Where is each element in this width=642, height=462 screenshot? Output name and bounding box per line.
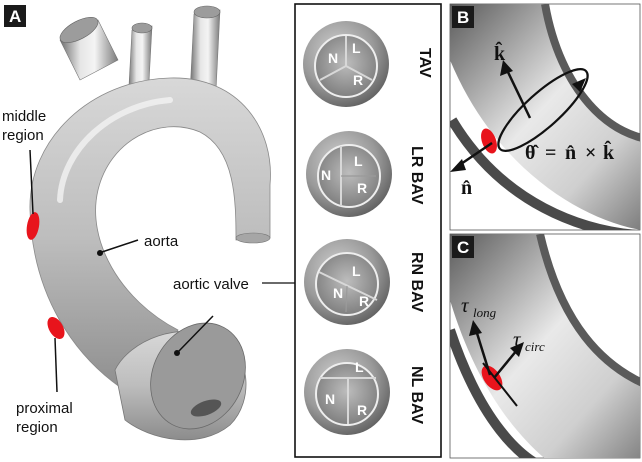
panel-c-marker: [481, 365, 503, 391]
proximal-region-label-2: region: [16, 419, 58, 436]
aorta-body: [29, 77, 271, 401]
theta-arrowhead: [572, 78, 586, 92]
rn-bav-cusp-n: N: [333, 285, 343, 301]
proximal-region-marker: [47, 317, 65, 339]
aorta-leader: [101, 239, 139, 253]
middle-region-marker: [26, 212, 40, 240]
rn-bav-label: RN BAV: [408, 252, 425, 312]
valve-nl-bav: N L R NL BAV: [304, 349, 425, 435]
panel-a-letter: A: [9, 7, 21, 26]
svg-text:circ: circ: [525, 339, 545, 354]
cross-sign: ×: [585, 142, 596, 164]
proximal-region-label-1: proximal: [16, 400, 73, 417]
nl-bav-label: NL BAV: [408, 366, 425, 424]
valve-tav: N L R TAV: [303, 21, 433, 107]
tau-long-label: τ long: [461, 293, 497, 320]
nl-bav-cusp-n: N: [325, 391, 335, 407]
panel-a-letter-bg: [4, 5, 26, 27]
k-hat-label: k̂: [494, 40, 506, 65]
nl-bav-cusp-r: R: [357, 402, 367, 418]
tav-cusp-l: L: [352, 40, 361, 56]
panel-b-letter: B: [457, 8, 469, 27]
lr-bav-cusp-r: R: [357, 180, 367, 196]
panel-c: C τ long τ circ: [449, 233, 641, 459]
eq-sign: =: [545, 142, 556, 164]
panel-c-letter-bg: [452, 236, 474, 258]
svg-text:τ: τ: [513, 327, 522, 351]
aortic-valve-label: aortic valve: [173, 276, 249, 293]
panel-b-letter-bg: [452, 6, 474, 28]
lr-bav-cusp-n: N: [321, 167, 331, 183]
svg-text:τ: τ: [461, 293, 470, 317]
tau-long-vector: [474, 329, 492, 376]
cross-section-ring: [497, 68, 589, 152]
panel-b: B k̂ n̂ θ̂ = n̂ × k̂: [449, 3, 641, 231]
rn-bav-cusp-r: R: [359, 293, 369, 309]
tav-cusp-n: N: [328, 50, 338, 66]
valve-rn-bav: N L R RN BAV: [304, 239, 425, 325]
proximal-region-leader: [54, 337, 58, 393]
branch-vessels: [59, 5, 221, 105]
eq-n-hat: n̂: [565, 142, 576, 164]
valve-lr-bav: N L R LR BAV: [306, 131, 425, 217]
tav-cusp-r: R: [353, 72, 363, 88]
svg-text:long: long: [473, 305, 497, 320]
panel-a: A: [2, 5, 295, 441]
aortic-valve-root: [114, 322, 247, 441]
panel-c-letter: C: [457, 238, 469, 257]
lr-bav-cusp-l: L: [354, 153, 363, 169]
tau-circ-vector: [493, 349, 518, 379]
middle-region-leader: [29, 149, 34, 215]
k-vector: [505, 69, 532, 119]
rn-bav-cusp-l: L: [352, 263, 361, 279]
tav-label: TAV: [416, 48, 433, 78]
nl-bav-cusp-l: L: [355, 359, 364, 375]
lr-bav-label: LR BAV: [408, 146, 425, 205]
middle-region-label-1: middle: [2, 108, 46, 125]
n-vector: [457, 141, 493, 168]
middle-region-label-2: region: [2, 127, 44, 144]
aorta-label: aorta: [144, 233, 179, 250]
tau-circ-label: τ circ: [513, 327, 545, 354]
eq-k-hat: k̂: [603, 139, 615, 164]
valve-types-box: N L R TAV N L R LR BAV N L R RN BAV: [294, 3, 442, 458]
n-hat-label: n̂: [461, 177, 472, 199]
aortic-valve-leader: [177, 315, 214, 353]
